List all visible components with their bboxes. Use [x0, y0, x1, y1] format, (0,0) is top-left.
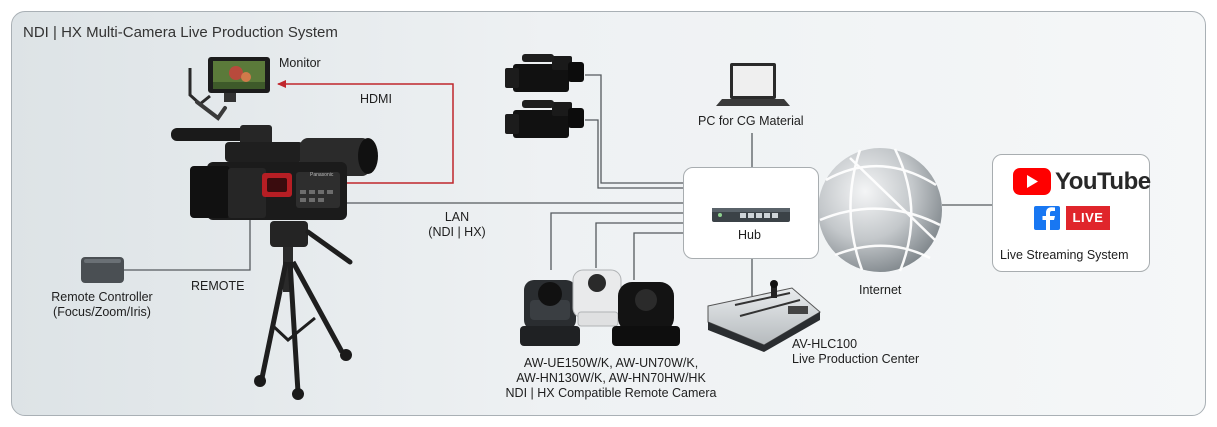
ptz-2-line: [595, 222, 683, 268]
camcorder-icon: Panasonic: [171, 125, 378, 220]
globe-icon: [818, 148, 942, 272]
remote-controller-label-line-1: Remote Controller: [51, 290, 153, 304]
hub-icon: [712, 208, 790, 222]
live-badge: LIVE: [1066, 206, 1110, 230]
live-streaming-label: Live Streaming System: [1000, 248, 1129, 262]
internet-label: Internet: [859, 283, 902, 297]
video-camera-icon: [505, 100, 584, 138]
hdmi-line: [277, 80, 454, 184]
monitor-label: Monitor: [279, 56, 321, 70]
switcher-icon: [707, 280, 821, 352]
lan-label: LAN (NDI | HX): [425, 210, 489, 240]
lan-label-line-2: (NDI | HX): [428, 225, 486, 239]
video-camera-1-line: [585, 74, 683, 184]
hub-label: Hub: [738, 228, 761, 242]
remote-cameras-label-line-3: NDI | HX Compatible Remote Camera: [505, 386, 717, 400]
ptz-3-line: [633, 232, 683, 280]
ptz-camera-icon: [520, 280, 580, 346]
ptz-camera-icon: [612, 282, 680, 346]
remote-line: [124, 218, 251, 271]
facebook-icon: [1034, 206, 1060, 230]
switcher-label-line-1: AV-HLC100: [792, 337, 858, 351]
diagram-title: NDI | HX Multi-Camera Live Production Sy…: [23, 24, 338, 41]
remote-controller-icon: [81, 257, 124, 283]
switcher-label: AV-HLC100 Live Production Center: [792, 337, 919, 367]
tripod-icon: [254, 221, 353, 400]
video-camera-2-line: [585, 119, 683, 189]
connection-lines: [124, 74, 992, 296]
remote-controller-label: Remote Controller (Focus/Zoom/Iris): [40, 290, 164, 320]
remote-cameras-label-line-1: AW-UE150W/K, AW-UN70W/K,: [523, 356, 699, 370]
remote-label: REMOTE: [191, 279, 245, 293]
monitor-icon: [188, 57, 270, 121]
remote-controller-label-line-2: (Focus/Zoom/Iris): [53, 305, 151, 319]
remote-cameras-label-line-2: AW-HN130W/K, AW-HN70HW/HK: [516, 371, 706, 385]
hdmi-label: HDMI: [360, 92, 392, 106]
video-camera-icon: [505, 54, 584, 92]
youtube-wordmark: YouTube: [1055, 168, 1151, 195]
ptz-1-line: [550, 212, 683, 270]
camera-brand-label: Panasonic: [310, 172, 334, 178]
lan-label-line-1: LAN: [444, 210, 470, 224]
pc-label: PC for CG Material: [698, 114, 804, 128]
remote-cameras-label: AW-UE150W/K, AW-UN70W/K, AW-HN130W/K, AW…: [474, 356, 748, 401]
youtube-icon: [1013, 168, 1051, 195]
switcher-label-line-2: Live Production Center: [792, 352, 920, 366]
laptop-icon: [716, 63, 790, 106]
